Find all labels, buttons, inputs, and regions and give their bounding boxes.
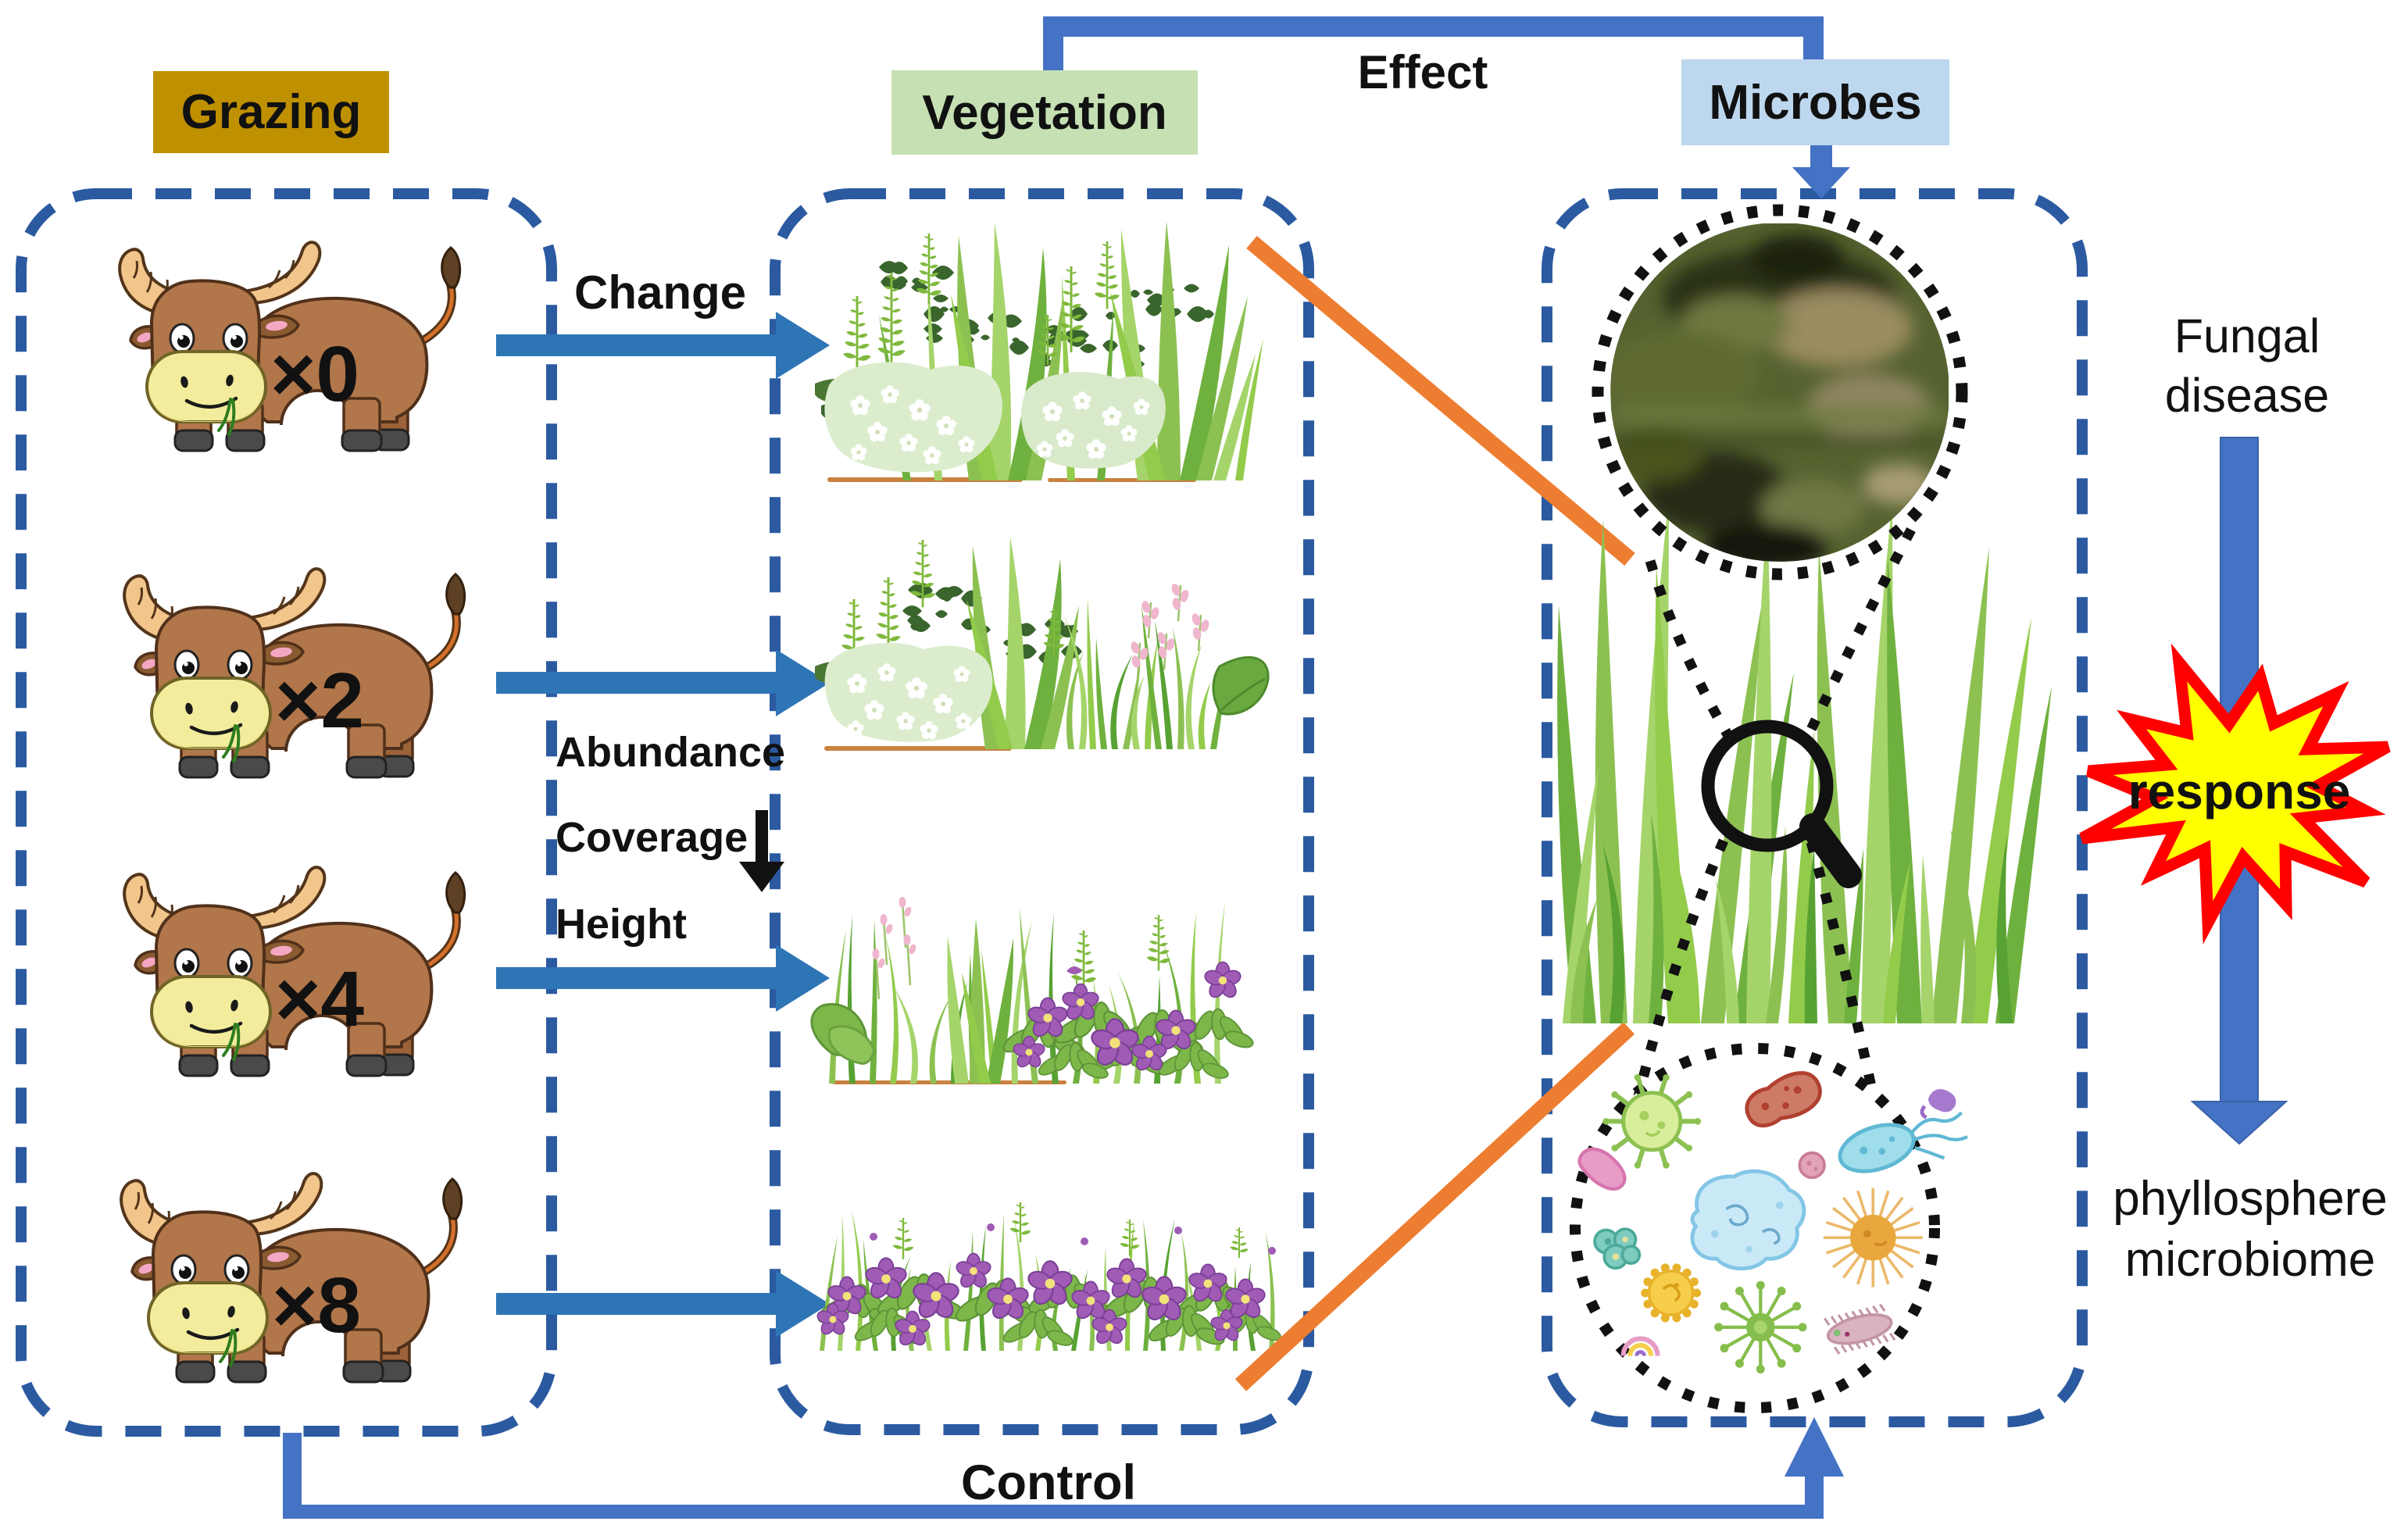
grazing-to-vegetation-arrow-2 [496, 649, 830, 716]
magnifier-icon [1701, 720, 1862, 888]
effect-connector [1043, 16, 1850, 198]
grazing-to-vegetation-arrow-1 [496, 312, 830, 379]
zoom-funnel-dotted-lines [1629, 527, 1916, 1114]
control-label: Control [961, 1455, 1136, 1510]
grazing-to-vegetation-arrow-3 [496, 945, 830, 1012]
grazing-label-box: Grazing [153, 71, 389, 153]
microbes-panel-border [1542, 188, 2088, 1427]
vegetation-illustration-2 [815, 537, 1270, 751]
coverage-label: Coverage [556, 814, 748, 861]
grazing-panel-border [16, 188, 557, 1437]
coverage-decrease-arrow [739, 810, 784, 892]
fungal-disease-label: Fungal disease [2165, 306, 2329, 425]
grazing-level-label-4: ×8 [272, 1262, 362, 1349]
photo-dotted-ring [1592, 204, 1968, 580]
microbes-bubble-icon [1570, 1043, 1968, 1413]
vegetation-illustration-3 [810, 897, 1256, 1084]
fungal-disease-photo [1592, 204, 1968, 580]
grass-clump-icon [1557, 497, 2052, 1023]
vegetation-label: Vegetation [922, 85, 1167, 140]
vegetation-panel-border [770, 188, 1314, 1435]
grazing-level-label-2: ×2 [275, 657, 365, 745]
abundance-label: Abundance [556, 729, 786, 776]
phyllosphere-line2: microbiome [2124, 1233, 2376, 1287]
grazing-to-vegetation-arrow-4 [496, 1270, 830, 1337]
response-label: response [2128, 763, 2351, 820]
phyllosphere-label: phyllosphere microbiome [2113, 1169, 2388, 1291]
grazing-level-label-1: ×0 [270, 330, 360, 418]
microbes-label-box: Microbes [1681, 59, 1949, 145]
control-connector [283, 1417, 1844, 1519]
grazing-label: Grazing [180, 85, 362, 139]
starburst-icon [2079, 643, 2391, 945]
grazing-level-label-3: ×4 [275, 955, 365, 1043]
vegetation-illustration-1 [815, 221, 1263, 482]
fungal-disease-line2: disease [2164, 369, 2330, 422]
vegetation-illustration-4 [813, 1202, 1284, 1351]
fungal-disease-line1: Fungal [2174, 309, 2320, 362]
panel-borders [16, 188, 2088, 1437]
microbes-label: Microbes [1709, 75, 1922, 130]
height-label: Height [556, 901, 687, 948]
phyllosphere-line1: phyllosphere [2113, 1172, 2388, 1226]
vegetation-label-box: Vegetation [891, 70, 1198, 155]
orange-link-vegetation-to-microbiome [1234, 1022, 1635, 1391]
change-label: Change [573, 266, 747, 319]
orange-link-vegetation-to-disease [1246, 235, 1635, 566]
effect-label: Effect [1357, 46, 1488, 98]
